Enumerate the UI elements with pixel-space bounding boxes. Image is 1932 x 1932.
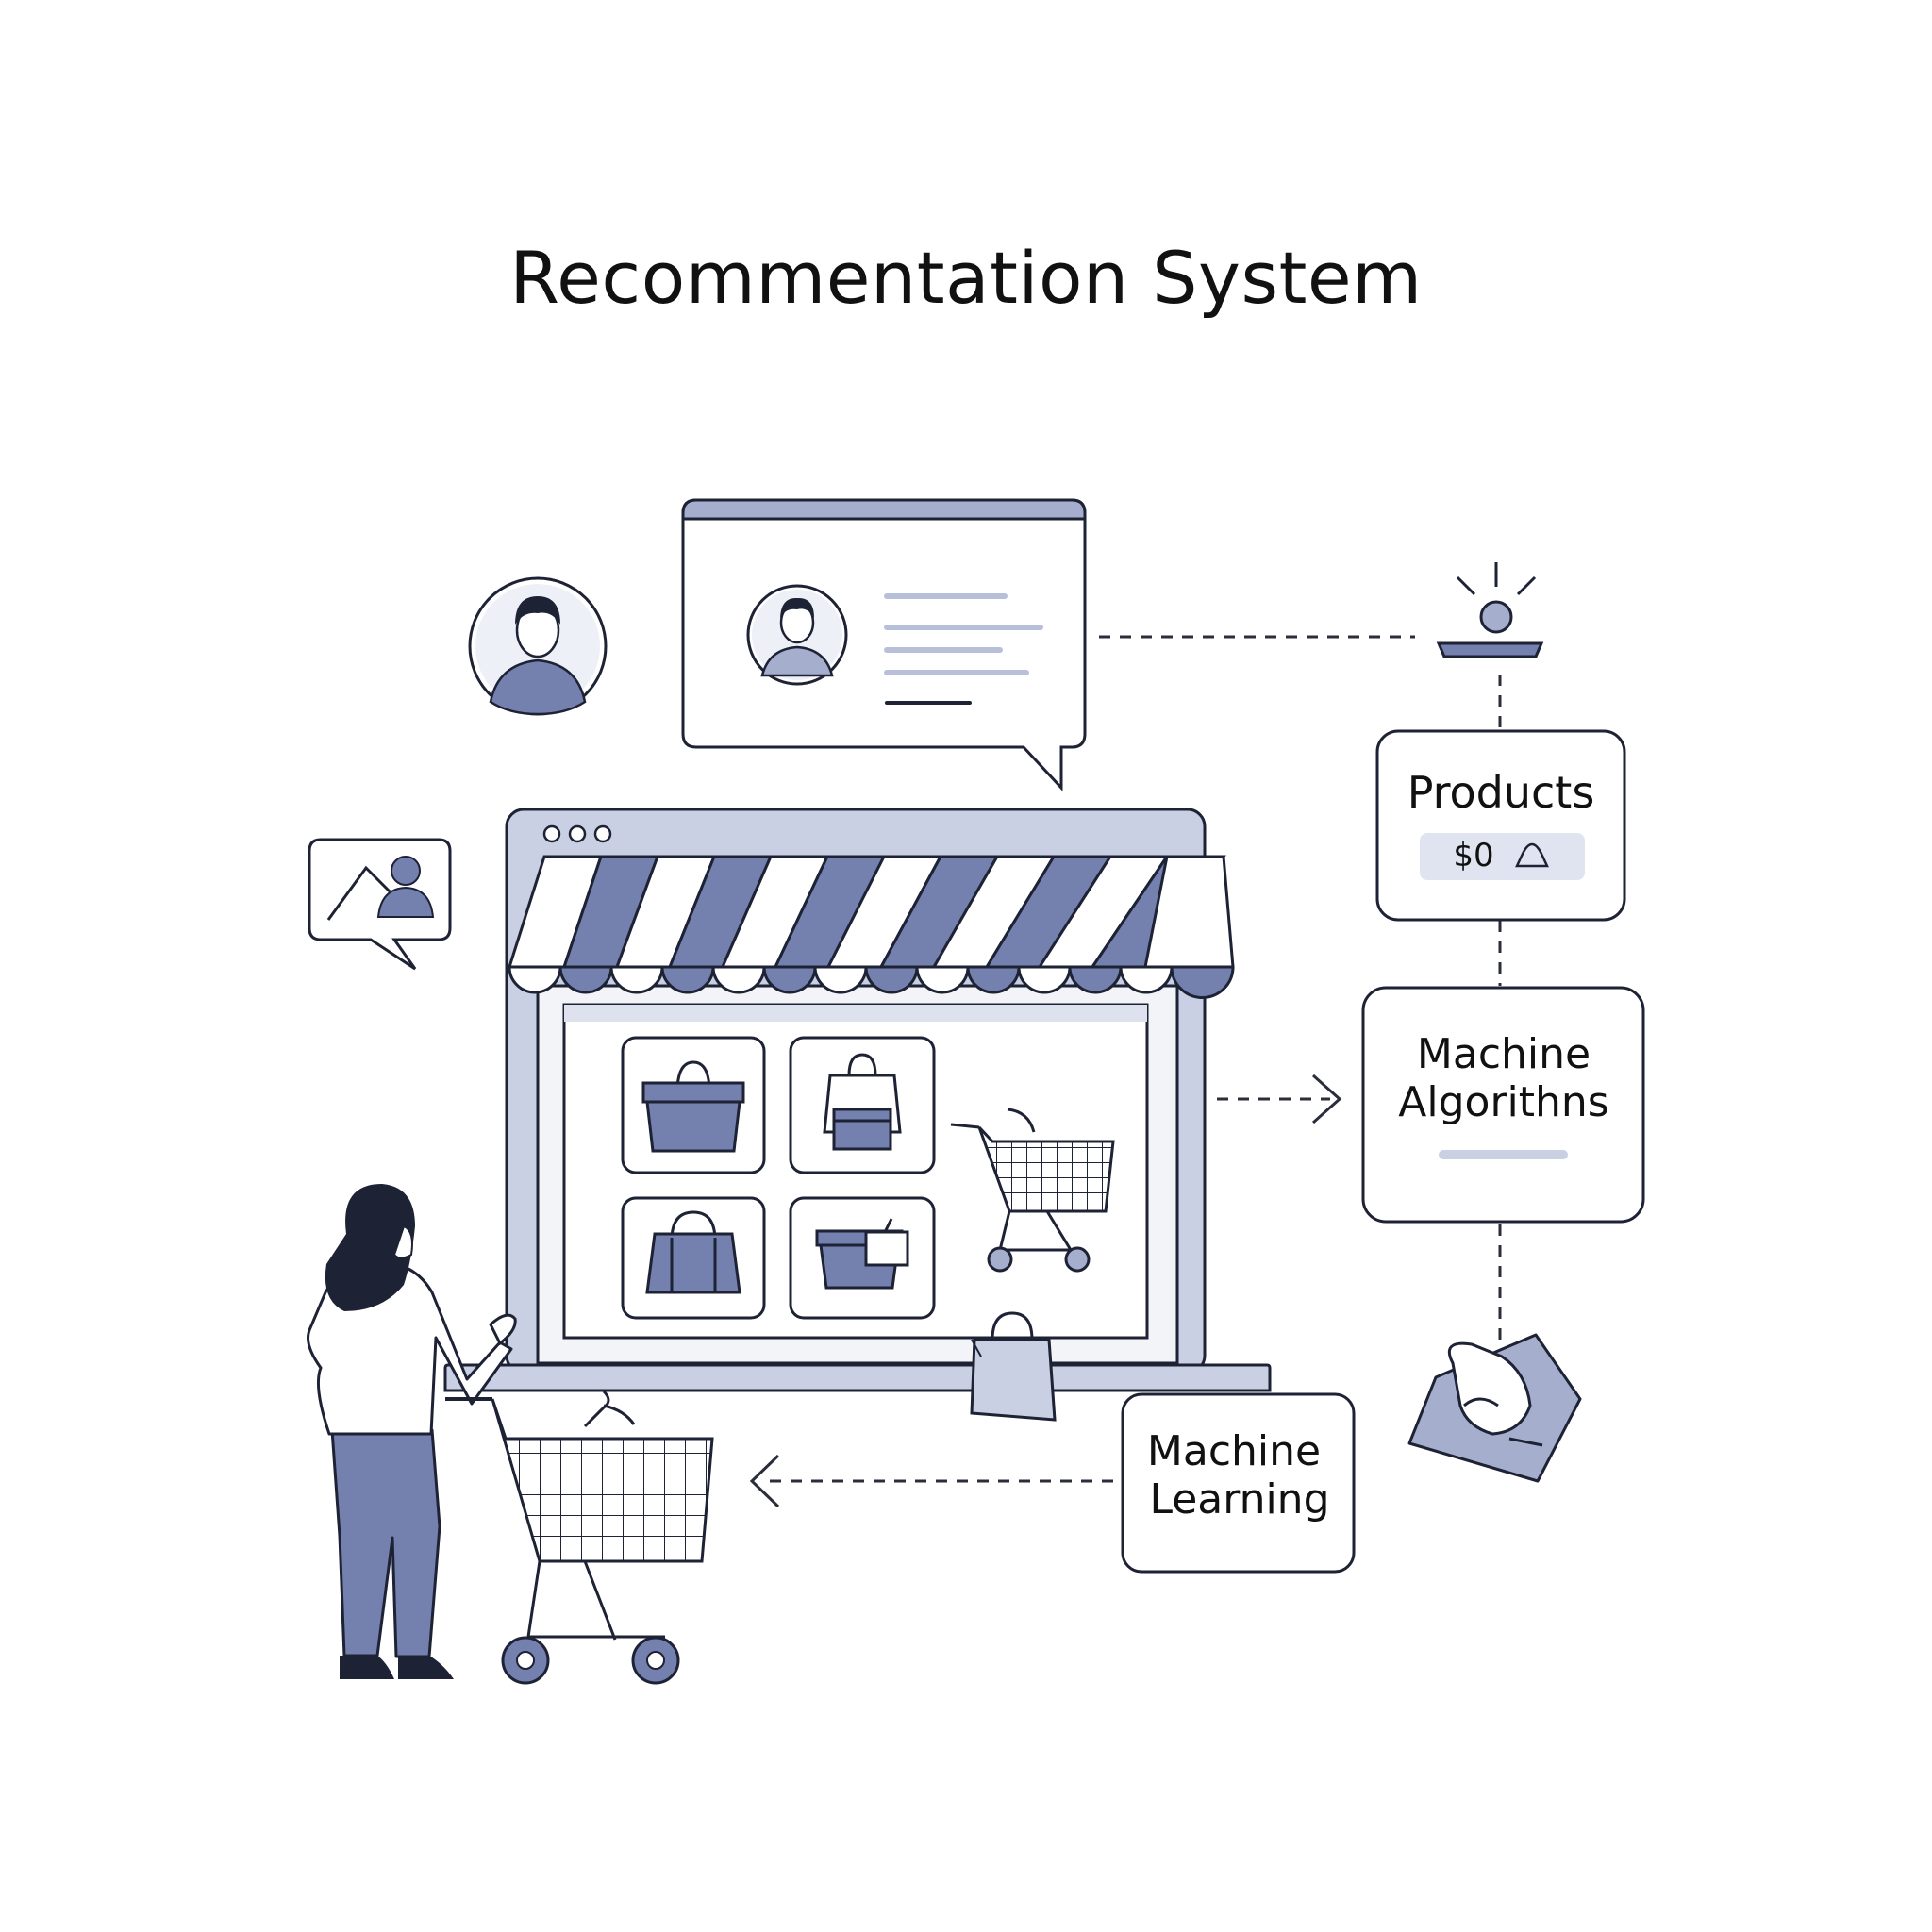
profile-card-icon (681, 498, 1087, 791)
machine-learning-node: Machine Learning (1121, 1392, 1356, 1574)
chat-user-icon (308, 838, 452, 971)
connectors (764, 635, 1502, 1483)
machine-algorithms-node: Machine Algorithns (1361, 986, 1645, 1224)
product-tile-2 (789, 1036, 936, 1174)
page-title: Recommentation System (509, 236, 1423, 320)
bell-icon (1515, 842, 1549, 868)
products-price: $0 (1453, 837, 1493, 874)
product-tile-1 (621, 1036, 766, 1174)
shopping-cart-icon (950, 1108, 1115, 1273)
arrow-head-to-cart (749, 1454, 780, 1508)
user-avatar-icon (468, 576, 608, 716)
product-tile-4 (789, 1196, 936, 1320)
learning-line2: Learning (1149, 1475, 1329, 1524)
arrow-heads (749, 1074, 1342, 1508)
learning-line1: Machine (1147, 1427, 1321, 1475)
products-label: Products (1407, 767, 1595, 818)
products-price-chip (1420, 833, 1585, 880)
lightbulb-icon (1436, 562, 1544, 658)
product-tile-3 (621, 1196, 766, 1320)
hand-card-icon (1407, 1333, 1582, 1483)
shopping-cart-icon (445, 1390, 714, 1685)
arrow-head-to-algorithms (1312, 1074, 1342, 1124)
shopping-bag-icon (970, 1311, 1057, 1422)
products-node: Products $0 (1375, 729, 1626, 922)
algorithms-line1: Machine (1417, 1030, 1591, 1078)
shopper-person-icon (307, 1184, 517, 1679)
algorithms-line2: Algorithns (1398, 1078, 1608, 1126)
